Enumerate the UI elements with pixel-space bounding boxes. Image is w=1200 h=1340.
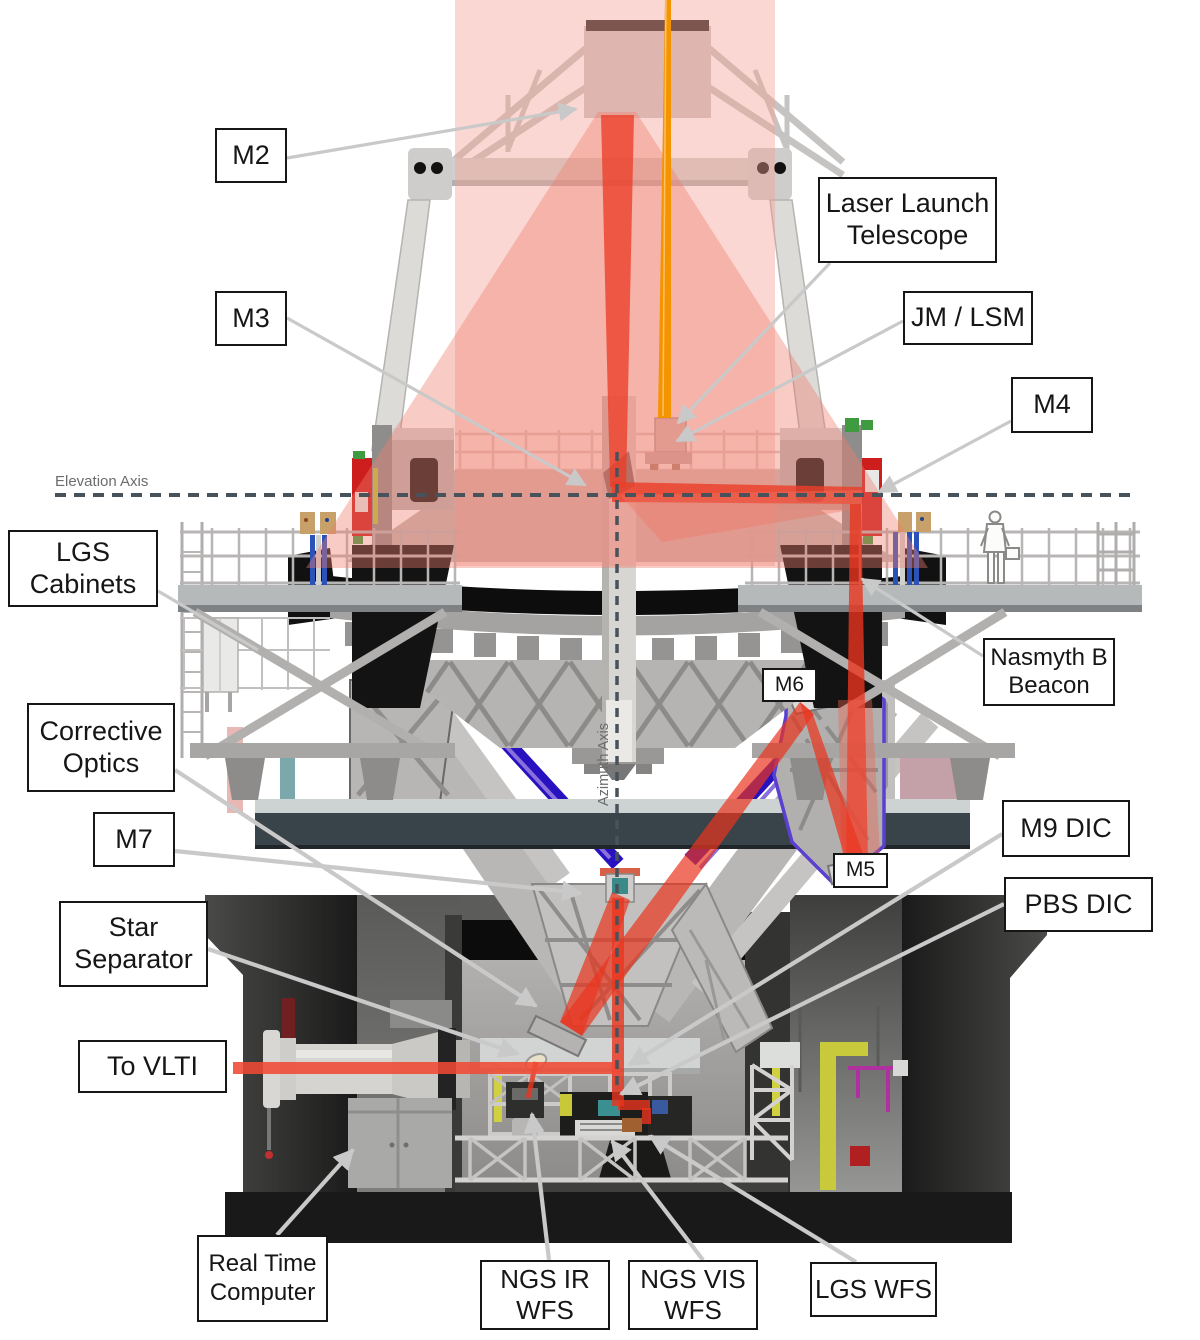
label-jm-lsm: JM / LSM	[903, 291, 1033, 345]
label-corrective-optics: Corrective Optics	[27, 703, 175, 792]
leader-star-separator	[207, 947, 520, 1058]
right-room-pipes	[798, 1002, 908, 1190]
label-to-vlti: To VLTI	[78, 1040, 227, 1093]
label-m7: M7	[93, 812, 175, 867]
worker-figure	[980, 510, 1020, 584]
leader-lgs-wfs	[648, 1134, 858, 1264]
label-pbs-dic: PBS DIC	[1004, 877, 1153, 932]
m3-m4-beam	[612, 482, 862, 504]
leader-m4	[877, 419, 1012, 494]
label-m5: M5	[833, 853, 888, 888]
leader-llt	[676, 261, 832, 425]
left-platform	[178, 512, 462, 800]
label-lgs-cabinets: LGS Cabinets	[8, 530, 158, 607]
right-pillar	[902, 895, 1047, 1192]
m2-mirror-unit	[584, 20, 711, 118]
leader-m2	[286, 102, 578, 160]
m2-m3-beam	[601, 115, 634, 487]
leader-ngs-ir	[523, 1111, 552, 1261]
leader-m3	[286, 316, 587, 487]
azimuth-axis-label: Azimuth Axis	[596, 723, 612, 806]
leader-m7	[174, 848, 584, 902]
label-m6: M6	[762, 668, 817, 702]
upper-structure	[371, 20, 846, 451]
leader-nasmyth	[860, 577, 984, 658]
label-m4: M4	[1011, 377, 1093, 433]
label-ngs-ir-wfs: NGS IR WFS	[480, 1260, 610, 1330]
leader-jm-lsm	[675, 319, 904, 443]
leader-pbs-dic	[619, 902, 1005, 1096]
leader-m9-dic	[627, 832, 1004, 1067]
real-time-computer-cabinets	[348, 1000, 452, 1188]
label-lgs-wfs: LGS WFS	[810, 1262, 937, 1317]
label-m3: M3	[215, 291, 287, 346]
label-laser-launch-telescope: Laser Launch Telescope	[818, 177, 997, 263]
leader-lgs-cabinets	[157, 589, 259, 652]
to-vlti-beam	[233, 1062, 620, 1074]
leader-corrective-optics	[173, 768, 538, 1008]
leader-rtc	[275, 1148, 355, 1237]
leader-ngs-vis	[610, 1139, 705, 1262]
elevation-axis-label: Elevation Axis	[55, 473, 149, 490]
label-nasmyth-b-beacon: Nasmyth B Beacon	[983, 638, 1115, 706]
leader-lines	[157, 102, 1012, 1264]
label-real-time-computer: Real Time Computer	[197, 1235, 328, 1322]
label-ngs-vis-wfs: NGS VIS WFS	[628, 1260, 758, 1330]
label-star-separator: Star Separator	[59, 901, 208, 987]
label-m9-dic: M9 DIC	[1002, 800, 1130, 857]
chamber-floor	[225, 1192, 1012, 1243]
label-m2: M2	[215, 128, 287, 183]
light-beams	[233, 0, 928, 1124]
m5-m6-beam	[800, 702, 868, 868]
m7-mirror-unit	[526, 1014, 588, 1058]
